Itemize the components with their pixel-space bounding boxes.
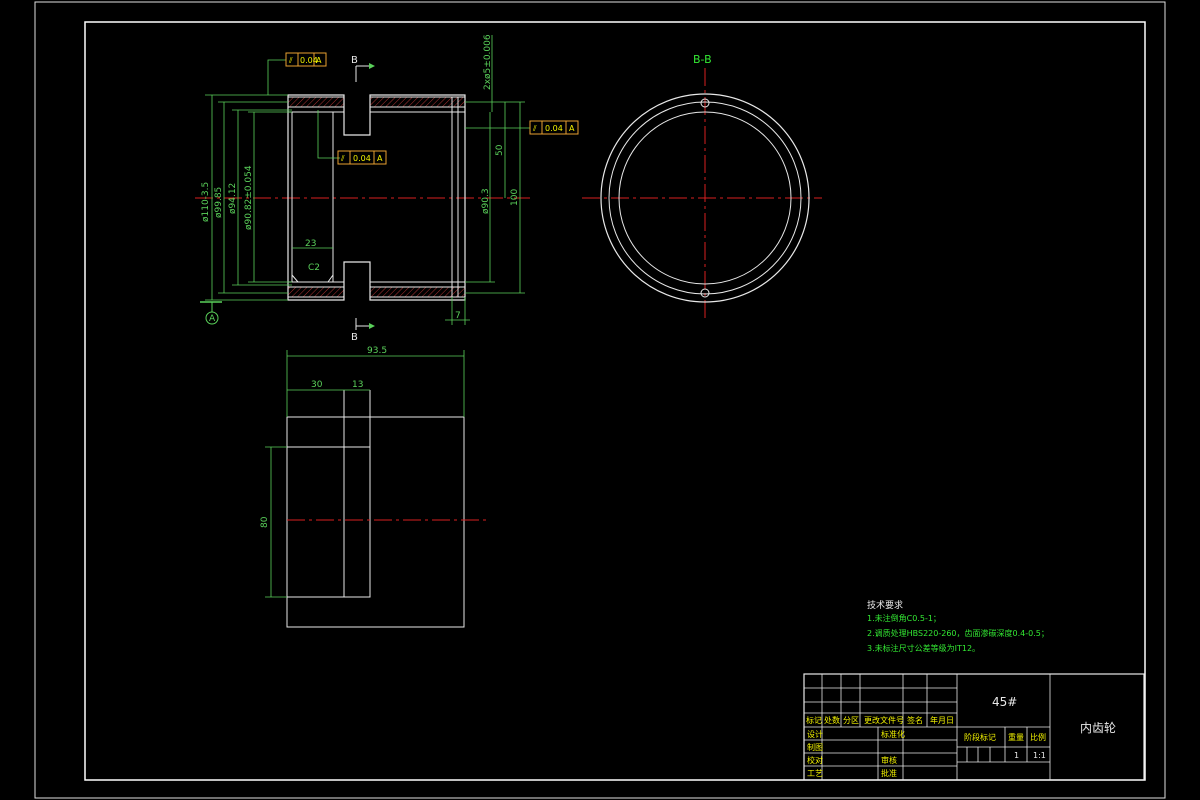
tech-note-3: 3.未标注尺寸公差等级为IT12。 [867,643,980,653]
datum-letter: A [209,314,216,324]
header-cell-1: 处数 [824,715,840,725]
header-cell-0: 标记 [806,715,822,725]
tolerance-frame-2: ⫽ 0.04 A [337,150,387,165]
dim-hole: 2xø5±0.006 [483,34,493,90]
row-label-2: 校对 [807,755,823,765]
dim-90-3: ø90.3 [481,188,491,214]
tolerance-frame-1: ⫽ 0.04 A [285,52,327,67]
part-name: 内齿轮 [1080,721,1116,735]
row-label-1: 制图 [807,742,823,752]
dim-7: 7 [455,311,461,321]
section-letter-bottom: B [351,332,358,343]
svg-text:A: A [377,154,383,163]
header-cell-2: 分区 [843,716,859,725]
row-label-0: 设计 [807,729,823,739]
dim-90: ø90.82±0.054 [244,165,254,230]
section-letter-top: B [351,55,358,66]
dim-80: 80 [260,516,270,528]
mid-label-2: 批准 [881,768,897,778]
dim-50: 50 [495,144,505,156]
front-view: A B B ø110-3.5 ø99.85 ø94.12 ø90.82±0.05… [195,34,579,343]
header-cell-4: 签名 [907,715,923,725]
scale-value: 1:1 [1033,751,1046,760]
section-view: B-B [582,53,822,322]
svg-text:⫽: ⫽ [288,56,293,65]
inner-border [84,21,1146,781]
outer-border [34,1,1166,799]
title-block: 45# 内齿轮 标记 处数 分区 更改文件号 签名 年月日 设计 制图 校对 工… [803,673,1145,781]
material-label: 45# [992,695,1017,709]
bottom-view: 93.5 30 13 80 [260,346,490,628]
svg-text:0.04: 0.04 [545,124,563,133]
svg-text:⫽: ⫽ [340,154,345,163]
scale-label: 比例 [1030,732,1046,742]
dim-23: 23 [305,239,316,249]
stage-label: 阶段标记 [964,732,996,742]
mid-label-0: 标准化 [881,729,905,739]
quantity-value: 1 [1014,751,1019,760]
dim-13: 13 [352,380,363,390]
tech-notes: 技术要求 1.未注倒角C0.5-1； 2.调质处理HBS220-260，齿面渗碳… [867,599,1049,653]
tech-notes-heading: 技术要求 [867,599,903,611]
tech-note-2: 2.调质处理HBS220-260，齿面渗碳深度0.4-0.5； [867,628,1049,638]
svg-text:A: A [316,56,322,65]
dim-outer: ø110-3.5 [201,182,211,222]
svg-text:⫽: ⫽ [532,124,537,133]
dim-30: 30 [311,380,323,390]
svg-text:0.04: 0.04 [353,154,371,163]
header-cell-3: 更改文件号 [864,715,904,725]
dim-99: ø99.85 [214,187,224,218]
mid-label-1: 审核 [881,755,897,765]
header-cell-5: 年月日 [930,715,954,725]
row-label-3: 工艺 [807,769,823,778]
section-label: B-B [693,53,712,66]
tech-note-1: 1.未注倒角C0.5-1； [867,613,941,623]
dim-chamfer: C2 [308,263,320,273]
weight-label: 重量 [1008,732,1024,742]
dim-94: ø94.12 [228,183,238,214]
svg-text:0.04: 0.04 [300,56,318,65]
dim-100: 100 [510,189,520,206]
tolerance-frame-3: ⫽ 0.04 A [529,120,579,135]
svg-text:A: A [569,124,575,133]
dim-93-5: 93.5 [367,346,387,356]
